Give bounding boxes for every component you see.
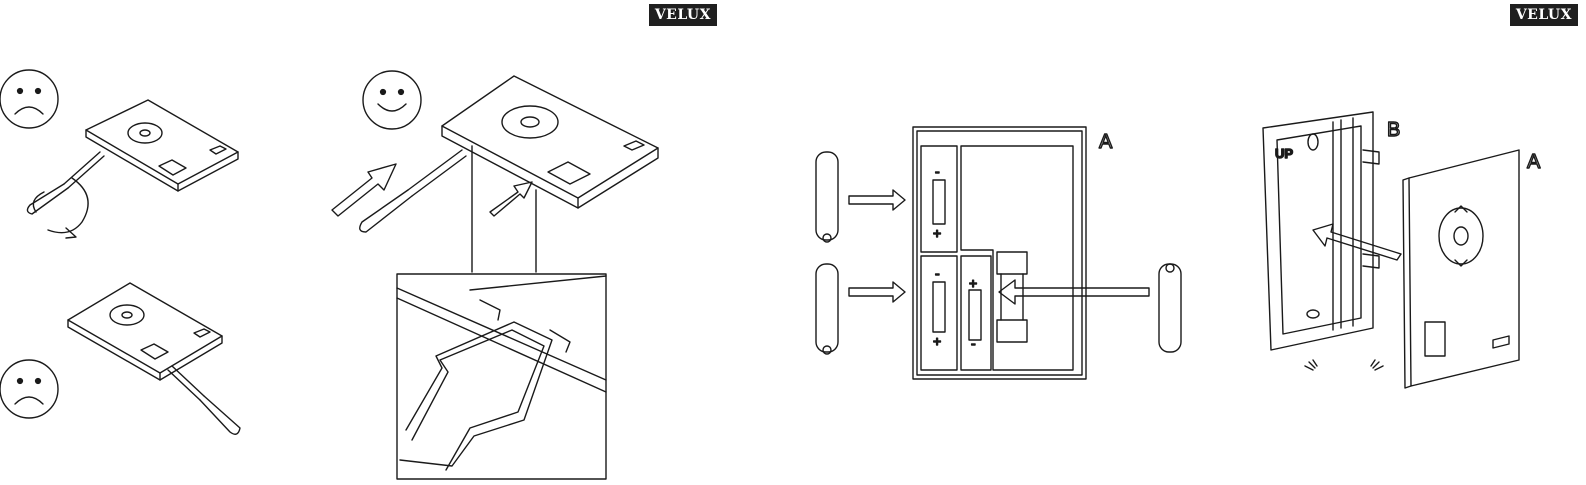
opening-instructions-illustration: [0, 0, 793, 485]
screwdriver-icon: [168, 366, 240, 434]
arrow-icon: [332, 164, 396, 216]
label-b: B: [1387, 119, 1400, 141]
minus-sign: -: [935, 163, 940, 179]
up-label: UP: [1275, 146, 1293, 161]
page-left: VELUX: [0, 0, 793, 485]
page-right: VELUX + - + - + - A: [793, 0, 1586, 485]
zoom-detail-box: [397, 274, 606, 479]
arrow-icon: [849, 190, 905, 210]
sad-face-icon: [0, 70, 58, 128]
label-a: A: [1099, 131, 1113, 153]
happy-face-icon: [363, 71, 421, 129]
label-a: A: [1527, 151, 1541, 173]
remote-device-top-left: [86, 100, 238, 191]
arrow-icon: [1313, 224, 1401, 260]
remote-device-correct: [442, 76, 658, 208]
battery-icon: [816, 264, 838, 354]
battery-icon: [816, 152, 838, 242]
battery-icon: [1159, 264, 1181, 352]
click-marks-icon: [1305, 360, 1383, 370]
remote-device-bottom-left: [68, 283, 222, 380]
plus-sign: +: [933, 225, 941, 241]
arrow-icon: [999, 280, 1149, 304]
plus-sign: +: [969, 275, 977, 291]
plus-sign: +: [933, 333, 941, 349]
sad-face-icon: [0, 360, 58, 418]
minus-sign: -: [971, 335, 976, 351]
arrow-icon: [849, 282, 905, 302]
minus-sign: -: [935, 265, 940, 281]
rotate-arrow-icon: [33, 178, 88, 238]
battery-installation-illustration: + - + - + - A: [793, 0, 1586, 485]
front-panel: [1403, 150, 1519, 388]
arrow-icon: [490, 182, 532, 216]
screwdriver-icon: [360, 150, 466, 232]
screwdriver-icon: [27, 152, 104, 214]
